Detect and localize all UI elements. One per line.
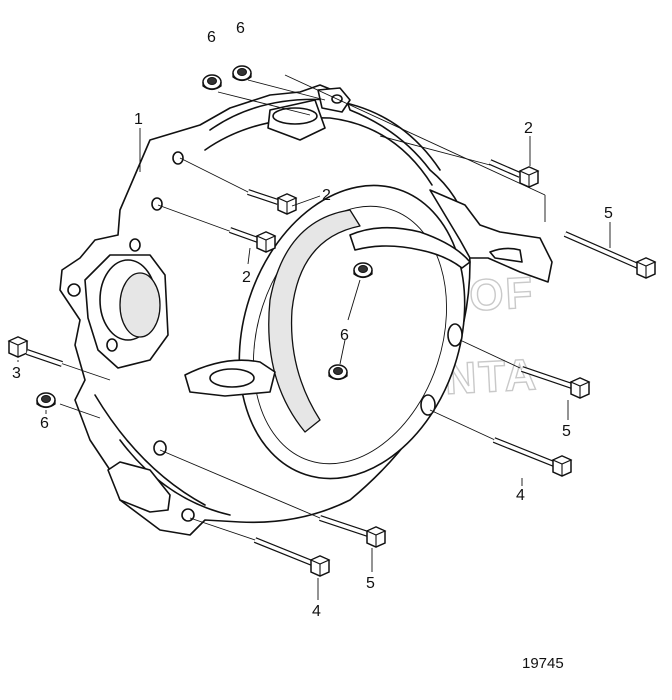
callout-2-upper-right: 2: [524, 120, 533, 137]
bolt-right-4: [492, 437, 572, 477]
bolt-upper-right-5: [563, 231, 656, 279]
nut-inner-lower: [328, 364, 348, 381]
callout-2-flange-lower: 2: [242, 269, 251, 286]
callout-5-right: 5: [562, 423, 571, 440]
callout-6-top-right: 6: [236, 20, 245, 37]
callout-5-upper-right: 5: [604, 205, 613, 222]
nut-inner-upper: [353, 262, 373, 279]
bolt-flange-2b: [228, 227, 276, 253]
nut-top-left: [202, 74, 222, 91]
callout-leaders: [17, 128, 611, 600]
bolt-lower-4: [253, 537, 330, 577]
bolt-flange-2a: [247, 189, 297, 215]
callout-3: 3: [12, 365, 21, 382]
bolt-lower-5: [319, 515, 386, 548]
nut-left: [36, 392, 56, 409]
part-callouts: 1 2 2 2 3 4 4 5 5 5 6 6 6 6: [12, 20, 613, 620]
nut-top-right: [232, 65, 252, 82]
callout-4-right: 4: [516, 487, 525, 504]
callout-4-lower: 4: [312, 603, 321, 620]
drawing-number: 19745: [522, 655, 564, 672]
callout-5-lower: 5: [366, 575, 375, 592]
leader-lines: [27, 74, 546, 541]
callout-6-inner: 6: [340, 327, 349, 344]
callout-6-top-left: 6: [207, 29, 216, 46]
callout-1: 1: [134, 111, 143, 128]
bolt-upper-right-2: [488, 159, 539, 188]
callout-2-flange-upper: 2: [322, 187, 331, 204]
callout-6-left: 6: [40, 415, 49, 432]
bolt-left-3: [8, 336, 63, 367]
bolt-right-5: [521, 366, 590, 399]
